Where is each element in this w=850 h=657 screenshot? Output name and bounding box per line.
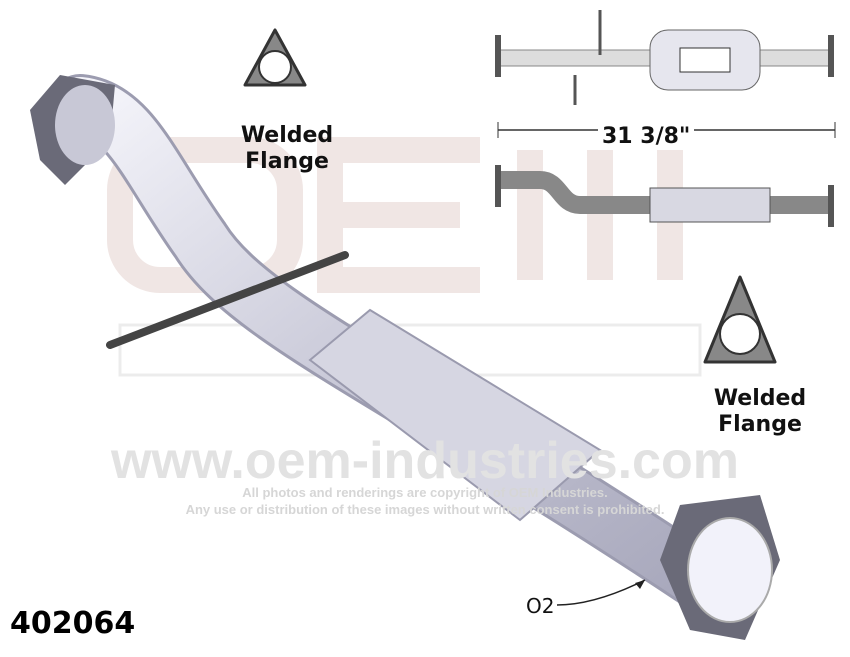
bottom-flange-label: Welded Flange [695, 386, 825, 438]
label-line: Flange [718, 412, 802, 437]
top-flange-label: Welded Flange [222, 123, 352, 175]
o2-sensor-label: O2 [526, 594, 555, 618]
length-dimension: 31 3/8" [598, 124, 695, 149]
side-view-renderings [495, 10, 836, 227]
watermark-copyright-1: All photos and renderings are copyright … [242, 485, 608, 500]
welded-flange-icon-bottom [703, 275, 777, 364]
label-line: Welded [240, 123, 334, 148]
welded-flange-icon-top [243, 28, 307, 87]
label-line: Welded [713, 386, 807, 411]
o2-pointer-arrow [556, 579, 646, 606]
label-line: Flange [245, 149, 329, 174]
watermark-copyright-2: Any use or distribution of these images … [185, 502, 665, 517]
watermark-url: www.oem-industries.com [111, 432, 739, 490]
part-number: 402064 [10, 606, 136, 641]
